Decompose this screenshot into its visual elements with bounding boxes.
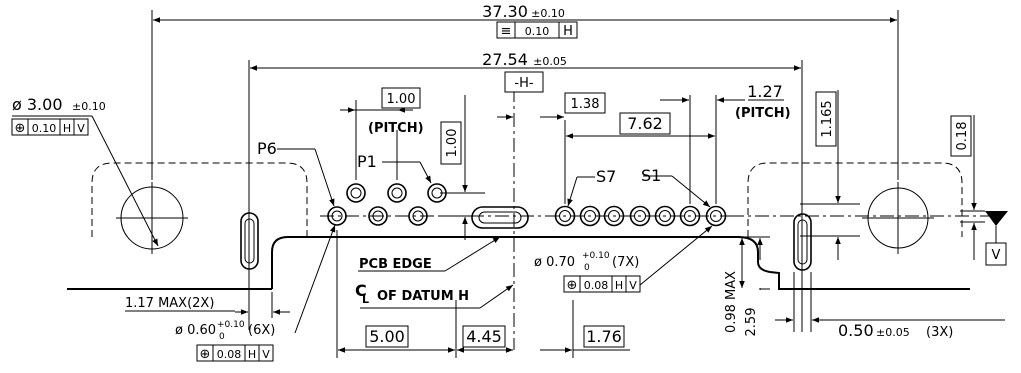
datum-v-flag bbox=[985, 211, 1008, 243]
max-117-label: 1.17 MAX(2X) bbox=[125, 296, 214, 311]
mounting-boss-right bbox=[747, 162, 963, 237]
fcf-datum: H bbox=[615, 279, 623, 292]
power-hole-fcf: ⊕ 0.08 H V bbox=[196, 344, 274, 362]
row-offset-value: 1.00 bbox=[445, 129, 460, 158]
mount-hole-diameter: ø 3.00 bbox=[12, 95, 63, 114]
slot-height-box bbox=[815, 91, 837, 147]
fcf-datum: V bbox=[262, 348, 270, 361]
dim-500-value: 5.00 bbox=[369, 327, 405, 346]
label-s7: S7 bbox=[596, 167, 616, 186]
mount-hole-left bbox=[116, 182, 188, 254]
label-p6: P6 bbox=[257, 139, 277, 158]
datum-v-label: V bbox=[992, 248, 1001, 263]
mounting-boss-left bbox=[91, 162, 308, 237]
centerline-symbol-sub: L bbox=[362, 293, 369, 306]
slot-center bbox=[471, 206, 529, 229]
overall-fcf: ≡ 0.10 H bbox=[496, 21, 578, 39]
dim-445-value: 4.45 bbox=[466, 327, 502, 346]
pitch-signal-value: 1.27 bbox=[747, 82, 783, 101]
fcf-value: 0.10 bbox=[525, 25, 550, 38]
position-symbol: ⊕ bbox=[567, 278, 578, 293]
overall-tolerance: ±0.10 bbox=[531, 7, 565, 20]
signal-span-value: 7.62 bbox=[627, 114, 663, 133]
row-offset-box bbox=[440, 121, 462, 165]
pitch-signal-label: (PITCH) bbox=[735, 106, 791, 121]
extension-lines bbox=[151, 10, 985, 358]
fcf-value: 0.10 bbox=[32, 122, 57, 135]
pcb-edge-label: PCB EDGE bbox=[359, 257, 432, 272]
dim-445-box bbox=[462, 325, 506, 348]
leader-lines bbox=[12, 115, 713, 334]
center-offset-box bbox=[564, 92, 606, 114]
centerlines bbox=[320, 88, 995, 350]
mount-hole-right bbox=[862, 182, 934, 254]
datum-h-box bbox=[504, 71, 544, 93]
signal-span-box bbox=[619, 112, 671, 135]
dim-176-box bbox=[583, 325, 625, 348]
centerline-datum-label: OF DATUM H bbox=[377, 289, 469, 304]
slot-height-value: 1.165 bbox=[820, 100, 835, 137]
signal-hole-fcf: ⊕ 0.08 H V bbox=[563, 275, 641, 293]
power-hole-tol-minus: 0 bbox=[219, 332, 225, 342]
pcb-offset-box bbox=[950, 115, 972, 157]
power-pins bbox=[327, 183, 447, 226]
fcf-datum: V bbox=[77, 122, 85, 135]
pitch-power-box bbox=[381, 87, 421, 109]
fcf-datum: H bbox=[63, 122, 71, 135]
datum-v-box bbox=[985, 242, 1007, 266]
slot-width-tolerance: ±0.05 bbox=[876, 326, 910, 339]
overall-dimension: 37.30 bbox=[482, 2, 528, 21]
dim-176-value: 1.76 bbox=[586, 327, 622, 346]
inner-dimension: 27.54 bbox=[482, 50, 528, 69]
centerline-symbol: C bbox=[355, 281, 367, 300]
center-offset-value: 1.38 bbox=[571, 97, 600, 112]
signal-hole-count: (7X) bbox=[612, 255, 639, 270]
dim-259-label: 2.59 bbox=[744, 308, 759, 337]
pitch-power-value: 1.00 bbox=[387, 92, 416, 107]
position-symbol: ⊕ bbox=[15, 121, 26, 136]
fcf-datum: H bbox=[248, 348, 256, 361]
mount-hole-tolerance: ±0.10 bbox=[72, 100, 106, 113]
slot-width-value: 0.50 bbox=[838, 321, 874, 340]
dim-500-box bbox=[365, 325, 409, 348]
inner-tolerance: ±0.05 bbox=[533, 55, 567, 68]
mount-hole-fcf: ⊕ 0.10 H V bbox=[11, 118, 89, 136]
datum-h-label: -H- bbox=[514, 76, 533, 91]
position-symbol: ⊕ bbox=[200, 347, 211, 362]
signal-hole-tol-minus: 0 bbox=[584, 263, 590, 273]
board-outline bbox=[67, 236, 970, 290]
fcf-datum: H bbox=[563, 24, 573, 39]
fcf-datum: V bbox=[629, 279, 637, 292]
dimension-lines bbox=[153, 17, 1005, 353]
label-p1: P1 bbox=[357, 152, 377, 171]
power-hole-diameter: ø 0.60 bbox=[175, 323, 216, 338]
fcf-symbol: ≡ bbox=[501, 24, 512, 39]
signal-hole-diameter: ø 0.70 bbox=[534, 255, 575, 270]
fcf-value: 0.08 bbox=[584, 279, 609, 292]
power-hole-count: (6X) bbox=[248, 323, 275, 338]
signal-hole-tol-plus: +0.10 bbox=[582, 251, 610, 261]
pitch-power-label: (PITCH) bbox=[368, 121, 424, 136]
power-hole-tol-plus: +0.10 bbox=[217, 320, 245, 330]
label-s1: S1 bbox=[641, 166, 661, 185]
max-098-label: 0.98 MAX bbox=[724, 271, 739, 333]
pcb-offset-value: 0.18 bbox=[955, 122, 970, 151]
slot-width-count: (3X) bbox=[926, 325, 953, 340]
fcf-value: 0.08 bbox=[217, 348, 242, 361]
